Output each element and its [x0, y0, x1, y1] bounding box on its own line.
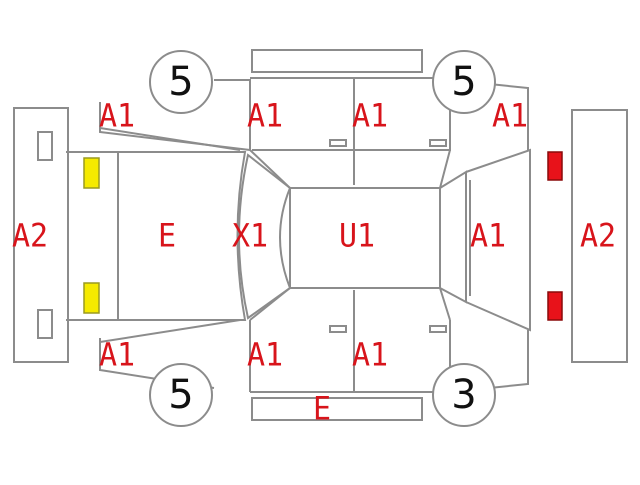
tire-rear-left-number: 5: [168, 372, 194, 418]
code-windshield: X1: [231, 217, 269, 256]
code-trunk: A1: [469, 217, 507, 256]
code-left-front-fender: A1: [98, 97, 136, 136]
code-right-front-fender: A1: [98, 336, 136, 375]
tire-rear-left: [149, 363, 213, 427]
code-roof: U1: [338, 217, 376, 256]
taillight-marker-bottom: [547, 291, 563, 321]
bottom-sill: [251, 397, 423, 421]
top-sill: [251, 49, 423, 73]
code-right-front-door: A1: [246, 336, 284, 375]
front-bumper-notch-top: [37, 131, 53, 161]
taillight-marker-top: [547, 151, 563, 181]
front-bumper-notch-bottom: [37, 309, 53, 339]
top-a-pillar: [249, 149, 451, 189]
code-right-rear-door: A1: [351, 336, 389, 375]
top-rear-door-handle: [429, 139, 447, 147]
top-front-door-handle: [329, 139, 347, 147]
windshield-outline: [238, 153, 292, 320]
tire-rear-right-number: 3: [451, 372, 477, 418]
top-side-fender-line: [99, 127, 241, 151]
bottom-front-door-handle: [329, 325, 347, 333]
hood-outline: [66, 151, 247, 321]
tire-front-left: [149, 50, 213, 114]
trunk-outline: [465, 148, 531, 332]
tire-front-left-number: 5: [168, 59, 194, 105]
headlight-marker-bottom: [83, 282, 100, 314]
code-front-bumper: A2: [11, 217, 49, 256]
code-left-front-door: A1: [246, 97, 284, 136]
rear-window-outline: [439, 170, 467, 304]
code-left-rear-door: A1: [351, 97, 389, 136]
rear-bumper-outline: [571, 109, 628, 363]
bottom-side-outline: [99, 320, 529, 393]
bottom-side-fender-line: [99, 319, 241, 343]
headlight-marker-top: [83, 157, 100, 189]
code-right-side-sill: E: [312, 390, 332, 429]
front-bumper-outline: [13, 107, 69, 363]
tire-rear-right: [432, 363, 496, 427]
tire-front-right: [432, 50, 496, 114]
tire-front-right-number: 5: [451, 59, 477, 105]
bottom-a-pillar: [249, 287, 451, 321]
code-left-rear-quarter: A1: [491, 97, 529, 136]
code-hood: E: [157, 217, 177, 256]
code-rear-bumper: A2: [579, 217, 617, 256]
bottom-rear-door-handle: [429, 325, 447, 333]
